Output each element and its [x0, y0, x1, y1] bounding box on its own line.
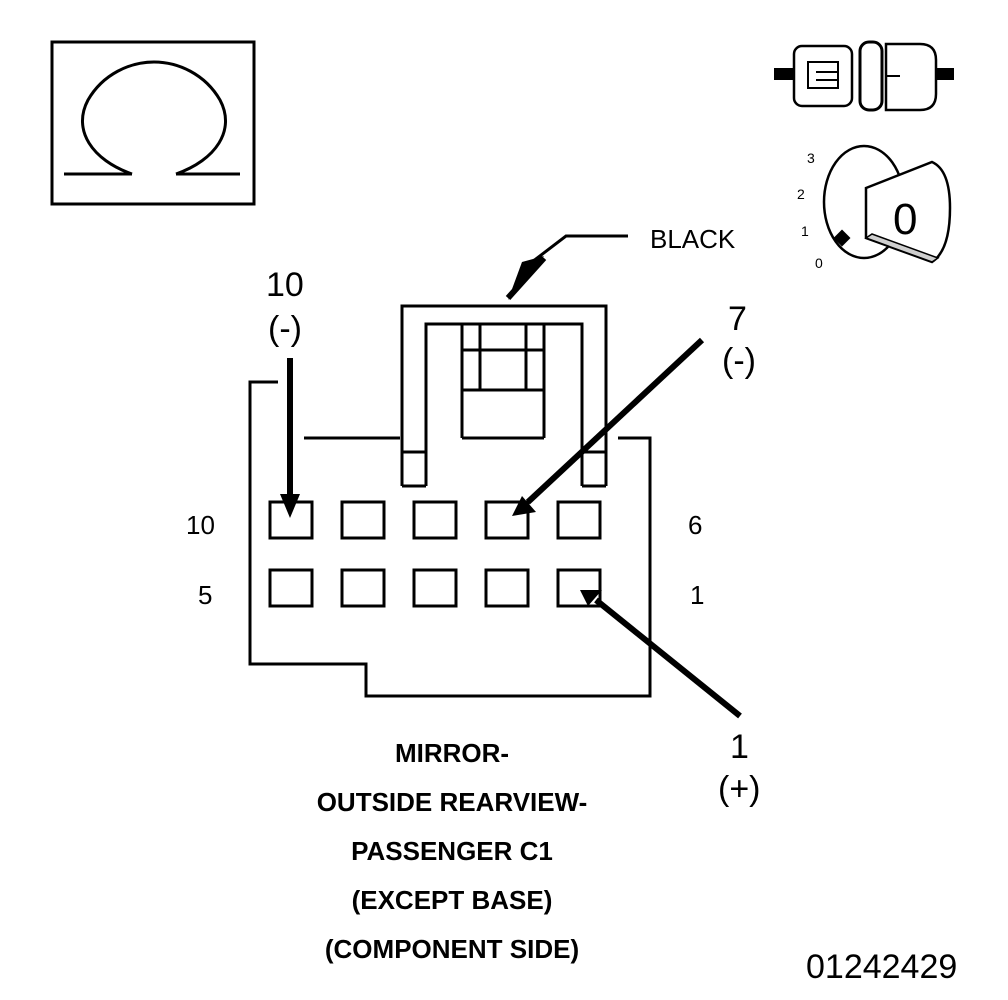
key-position-3: 3 [807, 150, 815, 166]
key-position-1: 1 [801, 223, 809, 239]
pin-cavity-9 [340, 500, 386, 540]
callout-pin-7: 7 (-) [512, 300, 756, 516]
pin-cavity-6 [556, 500, 602, 540]
callout-pin-1: 1 (+) [580, 590, 761, 808]
row-label-right-top: 6 [688, 510, 702, 540]
title-line: (EXCEPT BASE) [352, 885, 553, 915]
callout-pin-10: 10 (-) [266, 266, 304, 518]
connector-latch [400, 304, 608, 488]
row-label-left-top: 10 [186, 510, 215, 540]
callout-pin-10-polarity: (-) [268, 310, 302, 348]
row-label-left-bottom: 5 [198, 580, 212, 610]
pin-cavities [268, 500, 602, 608]
callout-pin-1-polarity: (+) [718, 770, 761, 808]
color-callout: BLACK [505, 224, 736, 301]
key-face-label: 0 [893, 195, 917, 244]
pin-cavity-8 [412, 500, 458, 540]
pin-cavity-3 [412, 568, 458, 608]
callout-pin-10-number: 10 [266, 266, 304, 304]
pin-cavity-2 [484, 568, 530, 608]
connector-color-label: BLACK [650, 224, 736, 254]
key-position-2: 2 [797, 186, 805, 202]
title-line: OUTSIDE REARVIEW- [317, 787, 588, 817]
pin-cavity-1 [556, 568, 602, 608]
callout-pin-1-number: 1 [730, 728, 749, 766]
connector-title: MIRROR- OUTSIDE REARVIEW- PASSENGER C1 (EXC… [317, 738, 588, 964]
pin-cavity-5 [268, 568, 314, 608]
pin-cavity-4 [340, 568, 386, 608]
connector-body [248, 304, 652, 698]
title-line: MIRROR- [395, 738, 509, 768]
key-position-0: 0 [815, 255, 823, 271]
ohmmeter-icon [50, 40, 256, 206]
disconnected-connector-icon [774, 40, 954, 112]
row-label-right-bottom: 1 [690, 580, 704, 610]
title-line: (COMPONENT SIDE) [325, 934, 579, 964]
callout-pin-7-number: 7 [728, 300, 747, 338]
callout-pin-7-polarity: (-) [722, 342, 756, 380]
figure-number: 01242429 [806, 948, 957, 986]
ignition-key-off-icon: 3 2 1 0 0 [797, 144, 952, 271]
title-line: PASSENGER C1 [351, 836, 553, 866]
